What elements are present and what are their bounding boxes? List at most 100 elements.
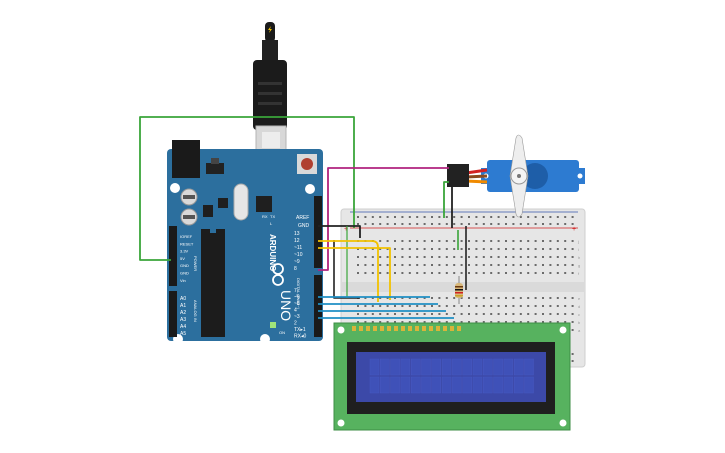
breadboard-hole[interactable] xyxy=(505,248,507,250)
breadboard-hole[interactable] xyxy=(527,297,530,299)
breadboard-hole[interactable] xyxy=(460,264,463,266)
breadboard-hole[interactable] xyxy=(490,305,493,307)
breadboard-hole[interactable] xyxy=(482,248,485,250)
breadboard-hole[interactable] xyxy=(482,272,485,274)
breadboard-hole[interactable] xyxy=(571,329,574,331)
breadboard-hole[interactable] xyxy=(438,223,441,225)
breadboard-hole[interactable] xyxy=(556,305,559,307)
breadboard-hole[interactable] xyxy=(371,216,374,218)
breadboard-hole[interactable] xyxy=(401,248,404,250)
breadboard-hole[interactable] xyxy=(371,248,374,250)
breadboard-hole[interactable] xyxy=(453,305,456,307)
breadboard-hole[interactable] xyxy=(408,240,411,242)
breadboard-hole[interactable] xyxy=(505,272,507,274)
breadboard-hole[interactable] xyxy=(542,256,544,258)
breadboard-hole[interactable] xyxy=(475,297,478,299)
breadboard-hole[interactable] xyxy=(431,321,433,323)
breadboard-hole[interactable] xyxy=(401,305,404,307)
breadboard-hole[interactable] xyxy=(438,305,441,307)
breadboard-hole[interactable] xyxy=(527,216,530,218)
breadboard-hole[interactable] xyxy=(371,305,374,307)
breadboard-hole[interactable] xyxy=(379,272,382,274)
breadboard-hole[interactable] xyxy=(460,321,463,323)
breadboard-hole[interactable] xyxy=(401,216,404,218)
breadboard-hole[interactable] xyxy=(490,321,493,323)
breadboard-hole[interactable] xyxy=(556,256,559,258)
breadboard-hole[interactable] xyxy=(534,313,537,315)
breadboard-hole[interactable] xyxy=(408,248,411,250)
breadboard-hole[interactable] xyxy=(438,321,441,323)
breadboard-hole[interactable] xyxy=(564,305,567,307)
breadboard-hole[interactable] xyxy=(423,297,426,299)
breadboard-hole[interactable] xyxy=(394,313,396,315)
breadboard-hole[interactable] xyxy=(423,256,426,258)
breadboard-hole[interactable] xyxy=(571,256,574,258)
breadboard-hole[interactable] xyxy=(549,216,552,218)
breadboard-hole[interactable] xyxy=(519,248,522,250)
lcd-pin[interactable] xyxy=(450,326,454,331)
breadboard-hole[interactable] xyxy=(364,256,367,258)
breadboard-hole[interactable] xyxy=(527,240,530,242)
breadboard-hole[interactable] xyxy=(438,216,441,218)
breadboard-hole[interactable] xyxy=(490,216,493,218)
breadboard-hole[interactable] xyxy=(438,297,441,299)
breadboard-hole[interactable] xyxy=(475,248,478,250)
breadboard-hole[interactable] xyxy=(490,272,493,274)
breadboard-hole[interactable] xyxy=(475,256,478,258)
breadboard-hole[interactable] xyxy=(416,313,419,315)
breadboard-hole[interactable] xyxy=(519,305,522,307)
breadboard-hole[interactable] xyxy=(549,305,552,307)
breadboard-hole[interactable] xyxy=(401,313,404,315)
breadboard-hole[interactable] xyxy=(475,240,478,242)
breadboard-hole[interactable] xyxy=(497,305,500,307)
breadboard-hole[interactable] xyxy=(542,272,544,274)
breadboard-hole[interactable] xyxy=(490,248,493,250)
breadboard-hole[interactable] xyxy=(571,272,574,274)
breadboard-hole[interactable] xyxy=(401,264,404,266)
breadboard-hole[interactable] xyxy=(497,240,500,242)
breadboard-hole[interactable] xyxy=(357,248,359,250)
breadboard-hole[interactable] xyxy=(556,248,559,250)
breadboard-hole[interactable] xyxy=(505,256,507,258)
breadboard-hole[interactable] xyxy=(534,256,537,258)
breadboard-hole[interactable] xyxy=(357,272,359,274)
breadboard-hole[interactable] xyxy=(445,297,448,299)
breadboard-hole[interactable] xyxy=(460,313,463,315)
breadboard-hole[interactable] xyxy=(423,313,426,315)
breadboard-hole[interactable] xyxy=(394,240,396,242)
breadboard-hole[interactable] xyxy=(357,321,359,323)
breadboard-hole[interactable] xyxy=(482,297,485,299)
breadboard-hole[interactable] xyxy=(445,248,448,250)
breadboard-hole[interactable] xyxy=(512,240,515,242)
breadboard-hole[interactable] xyxy=(460,223,463,225)
breadboard-hole[interactable] xyxy=(416,297,419,299)
breadboard-hole[interactable] xyxy=(519,272,522,274)
breadboard-hole[interactable] xyxy=(527,223,530,225)
breadboard-hole[interactable] xyxy=(401,297,404,299)
breadboard-hole[interactable] xyxy=(505,223,507,225)
breadboard-hole[interactable] xyxy=(512,313,515,315)
breadboard-hole[interactable] xyxy=(416,223,419,225)
breadboard-hole[interactable] xyxy=(453,216,456,218)
breadboard-hole[interactable] xyxy=(556,313,559,315)
breadboard-hole[interactable] xyxy=(534,305,537,307)
breadboard-hole[interactable] xyxy=(416,264,419,266)
breadboard-hole[interactable] xyxy=(416,305,419,307)
breadboard-hole[interactable] xyxy=(401,256,404,258)
breadboard-hole[interactable] xyxy=(357,216,359,218)
breadboard-hole[interactable] xyxy=(505,305,507,307)
breadboard-hole[interactable] xyxy=(416,216,419,218)
breadboard-hole[interactable] xyxy=(357,256,359,258)
breadboard-hole[interactable] xyxy=(556,321,559,323)
breadboard-hole[interactable] xyxy=(519,321,522,323)
breadboard-hole[interactable] xyxy=(394,264,396,266)
lcd-pin[interactable] xyxy=(380,326,384,331)
breadboard-hole[interactable] xyxy=(416,240,419,242)
breadboard-hole[interactable] xyxy=(371,223,374,225)
breadboard-hole[interactable] xyxy=(497,216,500,218)
breadboard-hole[interactable] xyxy=(438,256,441,258)
breadboard-hole[interactable] xyxy=(364,223,367,225)
breadboard-hole[interactable] xyxy=(431,216,433,218)
breadboard-hole[interactable] xyxy=(490,240,493,242)
breadboard-hole[interactable] xyxy=(512,223,515,225)
